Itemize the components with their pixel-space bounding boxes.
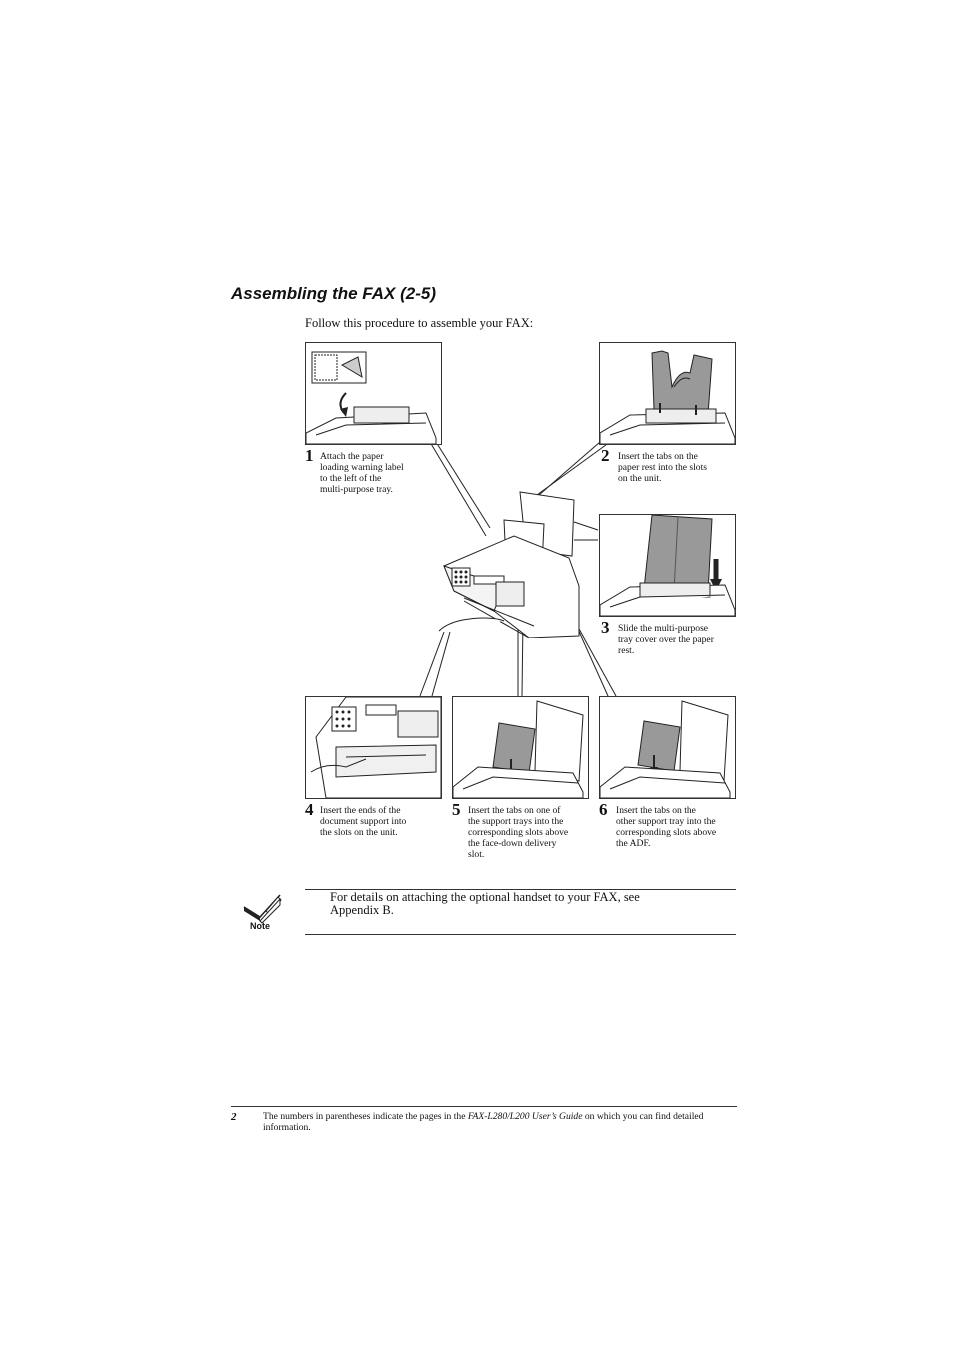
step-6-number: 6: [599, 800, 608, 819]
note-pencil-icon: Note: [240, 891, 284, 933]
step-4-illustration: [305, 696, 442, 799]
intro-text: Follow this procedure to assemble your F…: [305, 316, 534, 330]
fax-machine-illustration: [434, 486, 584, 639]
step-6-illustration: [599, 696, 736, 799]
note-bottom-rule: [305, 934, 736, 935]
step-4-number: 4: [305, 800, 314, 819]
step-1-illustration: [305, 342, 442, 445]
step-5-illustration: [452, 696, 589, 799]
step-5-number: 5: [452, 800, 461, 819]
footnote: The numbers in parentheses indicate the …: [263, 1111, 704, 1133]
step-2-illustration: [599, 342, 736, 445]
note-text: For details on attaching the optional ha…: [330, 890, 640, 917]
note-label: Note: [250, 921, 270, 931]
step-1-number: 1: [305, 446, 314, 465]
page-number: 2: [231, 1111, 237, 1123]
guide-title: FAX-L280/L200 User’s Guide: [467, 1111, 583, 1122]
step-3-number: 3: [601, 618, 610, 637]
page-title: Assembling the FAX (2-5): [231, 284, 436, 303]
step-3-illustration: [599, 514, 736, 617]
note-top-rule: [305, 889, 736, 890]
footer-rule: [231, 1106, 737, 1107]
step-2-number: 2: [601, 446, 610, 465]
